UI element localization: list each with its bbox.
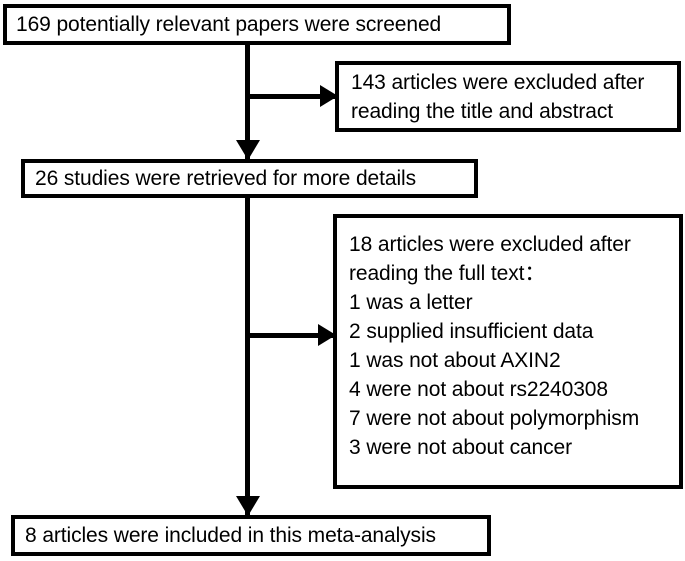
- box-excluded-full-text-line-7: 7 were not about polymorphism: [349, 407, 640, 430]
- box-articles-included: 8 articles were included in this meta-an…: [11, 515, 491, 556]
- connector-screened-to-retrieved-line: [245, 45, 250, 159]
- arrowhead-right-to-excluded-title-icon: [320, 85, 338, 107]
- box-excluded-full-text-line-3: 1 was a letter: [349, 291, 473, 314]
- box-excluded-full-text-line-8: 3 were not about cancer: [349, 436, 573, 459]
- box-studies-retrieved-line-1: 26 studies were retrieved for more detai…: [35, 167, 416, 190]
- box-excluded-full-text-line-6: 4 were not about rs2240308: [349, 378, 608, 401]
- box-excluded-full-text-line-1: 18 articles were excluded after: [349, 233, 631, 256]
- connector-retrieved-to-excluded-fulltext-line: [245, 333, 335, 338]
- box-articles-included-line-1: 8 articles were included in this meta-an…: [25, 524, 436, 547]
- box-excluded-full-text: 18 articles were excluded after reading …: [333, 214, 683, 489]
- arrowhead-down-to-included-icon: [236, 496, 260, 516]
- connector-retrieved-to-included-line: [245, 198, 250, 516]
- connector-screened-to-excluded-title-line: [245, 94, 335, 99]
- box-excluded-title-abstract-line-2: reading the title and abstract: [351, 99, 614, 123]
- box-excluded-title-abstract-line-1: 143 articles were excluded after: [351, 70, 645, 94]
- arrowhead-right-to-excluded-fulltext-icon: [318, 324, 336, 346]
- box-studies-retrieved: 26 studies were retrieved for more detai…: [21, 159, 478, 198]
- box-excluded-full-text-line-5: 1 was not about AXIN2: [349, 349, 561, 372]
- box-excluded-title-abstract: 143 articles were excluded after reading…: [335, 61, 681, 132]
- box-papers-screened-line-1: 169 potentially relevant papers were scr…: [16, 13, 442, 36]
- box-excluded-full-text-line-2: reading the full text：: [349, 262, 546, 285]
- box-papers-screened: 169 potentially relevant papers were scr…: [3, 4, 511, 45]
- box-excluded-full-text-line-4: 2 supplied insufficient data: [349, 320, 594, 343]
- arrowhead-down-to-retrieved-icon: [236, 140, 260, 160]
